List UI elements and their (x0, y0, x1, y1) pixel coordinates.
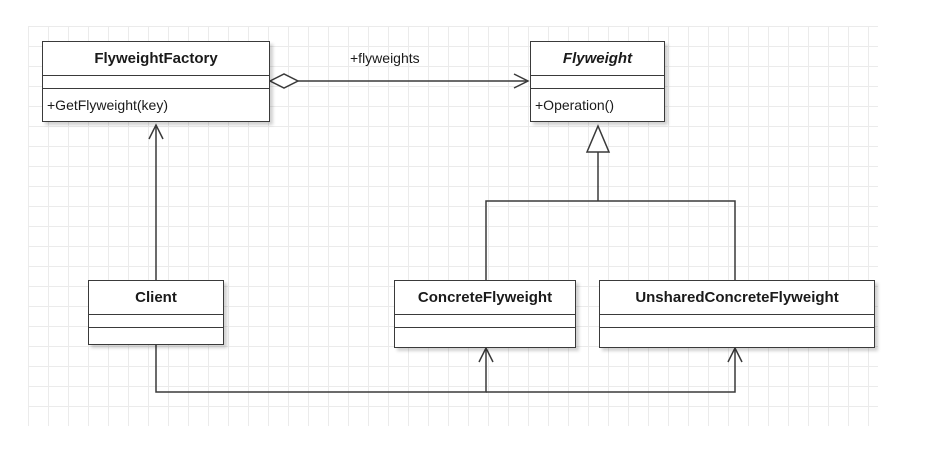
operations-compartment (600, 328, 874, 346)
client-concrete-line (155, 345, 487, 393)
client-unshared-line (486, 349, 736, 393)
attributes-compartment (89, 315, 223, 328)
class-flyweight-factory[interactable]: FlyweightFactory +GetFlyweight(key) (42, 41, 270, 122)
operations-compartment (89, 328, 223, 343)
generalization-line-unshared (598, 200, 736, 281)
attributes-compartment (600, 315, 874, 328)
attributes-compartment (531, 76, 664, 89)
class-concrete-flyweight[interactable]: ConcreteFlyweight (394, 280, 576, 348)
class-flyweight[interactable]: Flyweight +Operation() (530, 41, 665, 122)
class-name: FlyweightFactory (43, 42, 269, 76)
class-name: Client (89, 281, 223, 315)
class-client[interactable]: Client (88, 280, 224, 345)
operation-operation: +Operation() (535, 96, 614, 113)
generalization-triangle (585, 124, 611, 153)
class-unshared-concrete-flyweight[interactable]: UnsharedConcreteFlyweight (599, 280, 875, 348)
attributes-compartment (395, 315, 575, 328)
client-concrete-arrowhead (478, 346, 494, 363)
client-factory-arrowhead (148, 123, 164, 140)
attributes-compartment (43, 76, 269, 89)
generalization-line-concrete (485, 200, 598, 281)
aggregation-diamond (268, 73, 300, 89)
class-name: Flyweight (531, 42, 664, 76)
aggregation-label: +flyweights (350, 50, 420, 66)
operation-get-flyweight: +GetFlyweight(key) (47, 96, 168, 113)
class-name: ConcreteFlyweight (395, 281, 575, 315)
class-name: UnsharedConcreteFlyweight (600, 281, 874, 315)
operations-compartment (395, 328, 575, 346)
client-unshared-arrowhead (727, 346, 743, 363)
aggregation-arrowhead (513, 73, 530, 89)
